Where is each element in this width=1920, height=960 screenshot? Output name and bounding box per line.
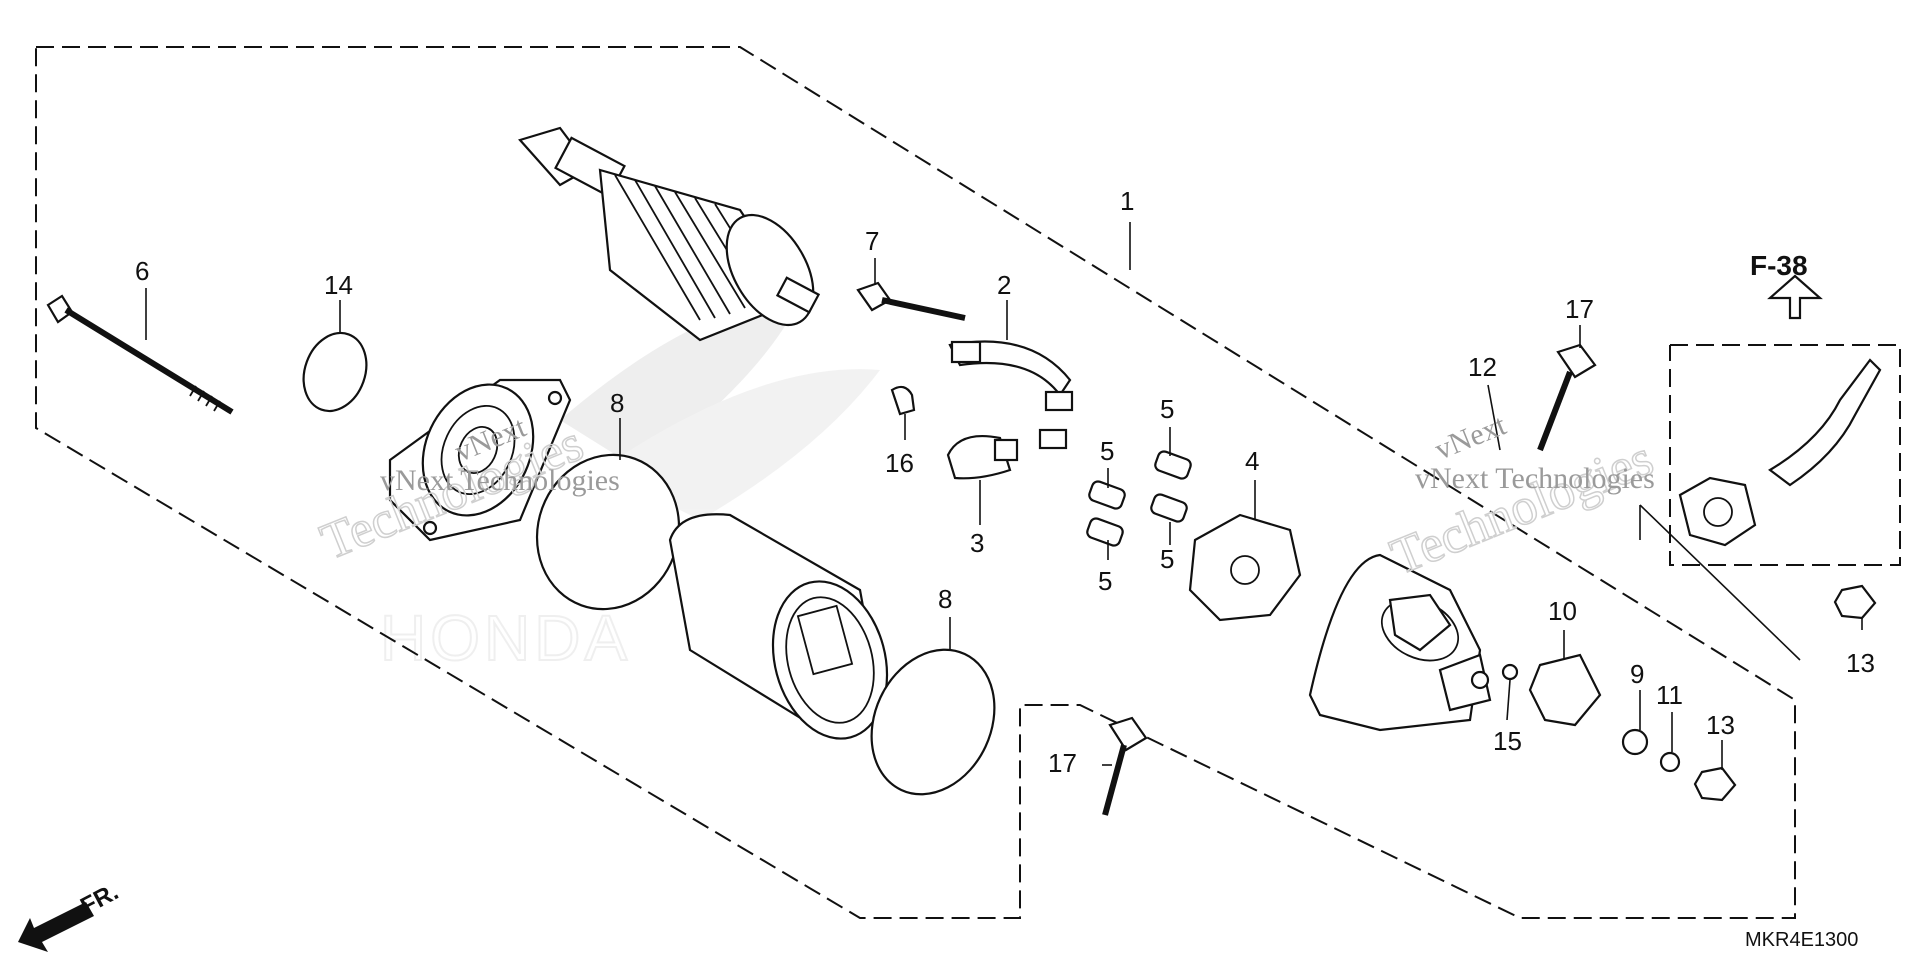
callout-6: 6	[135, 256, 149, 286]
callout-4: 4	[1245, 446, 1259, 476]
washer-11	[1659, 751, 1681, 773]
screw-16	[890, 385, 916, 416]
leader-lines	[145, 222, 1863, 770]
callout-5b: 5	[1098, 566, 1112, 596]
yoke	[668, 513, 889, 740]
reference-arrow	[1767, 274, 1823, 320]
terminal-insulator	[1528, 653, 1602, 727]
callout-17b: 17	[1565, 294, 1594, 324]
nut-13-lower	[1693, 766, 1737, 802]
assembly-boundary	[35, 46, 1901, 919]
watermark-inline-right: vNext Technologies	[1415, 462, 1655, 495]
armature	[518, 126, 821, 342]
callout-17a: 17	[1048, 748, 1077, 778]
long-bolt	[46, 294, 234, 415]
reference-label: F-38	[1750, 250, 1808, 281]
callout-1: 1	[1120, 186, 1134, 216]
callout-9: 9	[1630, 659, 1644, 689]
callout-13b: 13	[1846, 648, 1875, 678]
diagram-code: MKR4E1300	[1745, 929, 1858, 951]
bolt-17-upper	[1537, 343, 1597, 452]
callouts: 1 2 3 4 5 5 5 5 6 7 8 8 9 10 11 12 13 13…	[135, 186, 1875, 778]
front-direction: FR.	[18, 878, 123, 952]
cable-terminal	[1678, 358, 1882, 547]
brush-holder-2	[948, 340, 1074, 412]
o-ring-right	[870, 648, 996, 796]
terminal-bolt	[856, 281, 966, 321]
watermark-line2-right: Technologies	[1383, 430, 1661, 586]
front-arrow-icon	[18, 902, 94, 952]
callout-2: 2	[997, 270, 1011, 300]
callout-7: 7	[865, 226, 879, 256]
watermark: vNext Technologies vNext Technologies vN…	[312, 408, 1661, 587]
front-cover	[388, 378, 572, 542]
rear-cover	[1308, 553, 1492, 732]
nut-13-upper	[1833, 584, 1877, 620]
callout-14: 14	[324, 270, 353, 300]
callout-16: 16	[885, 448, 914, 478]
callout-5a: 5	[1100, 436, 1114, 466]
watermark-line1-right: vNext	[1430, 408, 1511, 466]
o-ring-small	[302, 331, 368, 413]
callout-5d: 5	[1160, 544, 1174, 574]
callout-8b: 8	[938, 584, 952, 614]
springs	[1086, 450, 1192, 547]
background-logo-letters: HONDA	[380, 602, 631, 674]
callout-10: 10	[1548, 596, 1577, 626]
watermark-inline-left: vNext Technologies	[380, 464, 620, 497]
callout-15: 15	[1493, 726, 1522, 756]
bolt-17-lower	[1102, 716, 1148, 816]
brush-holder-3	[946, 428, 1068, 480]
callout-13a: 13	[1706, 710, 1735, 740]
brush-plate	[1188, 513, 1302, 622]
callout-8a: 8	[610, 388, 624, 418]
callout-11: 11	[1656, 680, 1683, 710]
callout-5c: 5	[1160, 394, 1174, 424]
washer-15	[1501, 663, 1519, 681]
callout-12: 12	[1468, 352, 1497, 382]
washer-9	[1621, 728, 1649, 756]
callout-3: 3	[970, 528, 984, 558]
